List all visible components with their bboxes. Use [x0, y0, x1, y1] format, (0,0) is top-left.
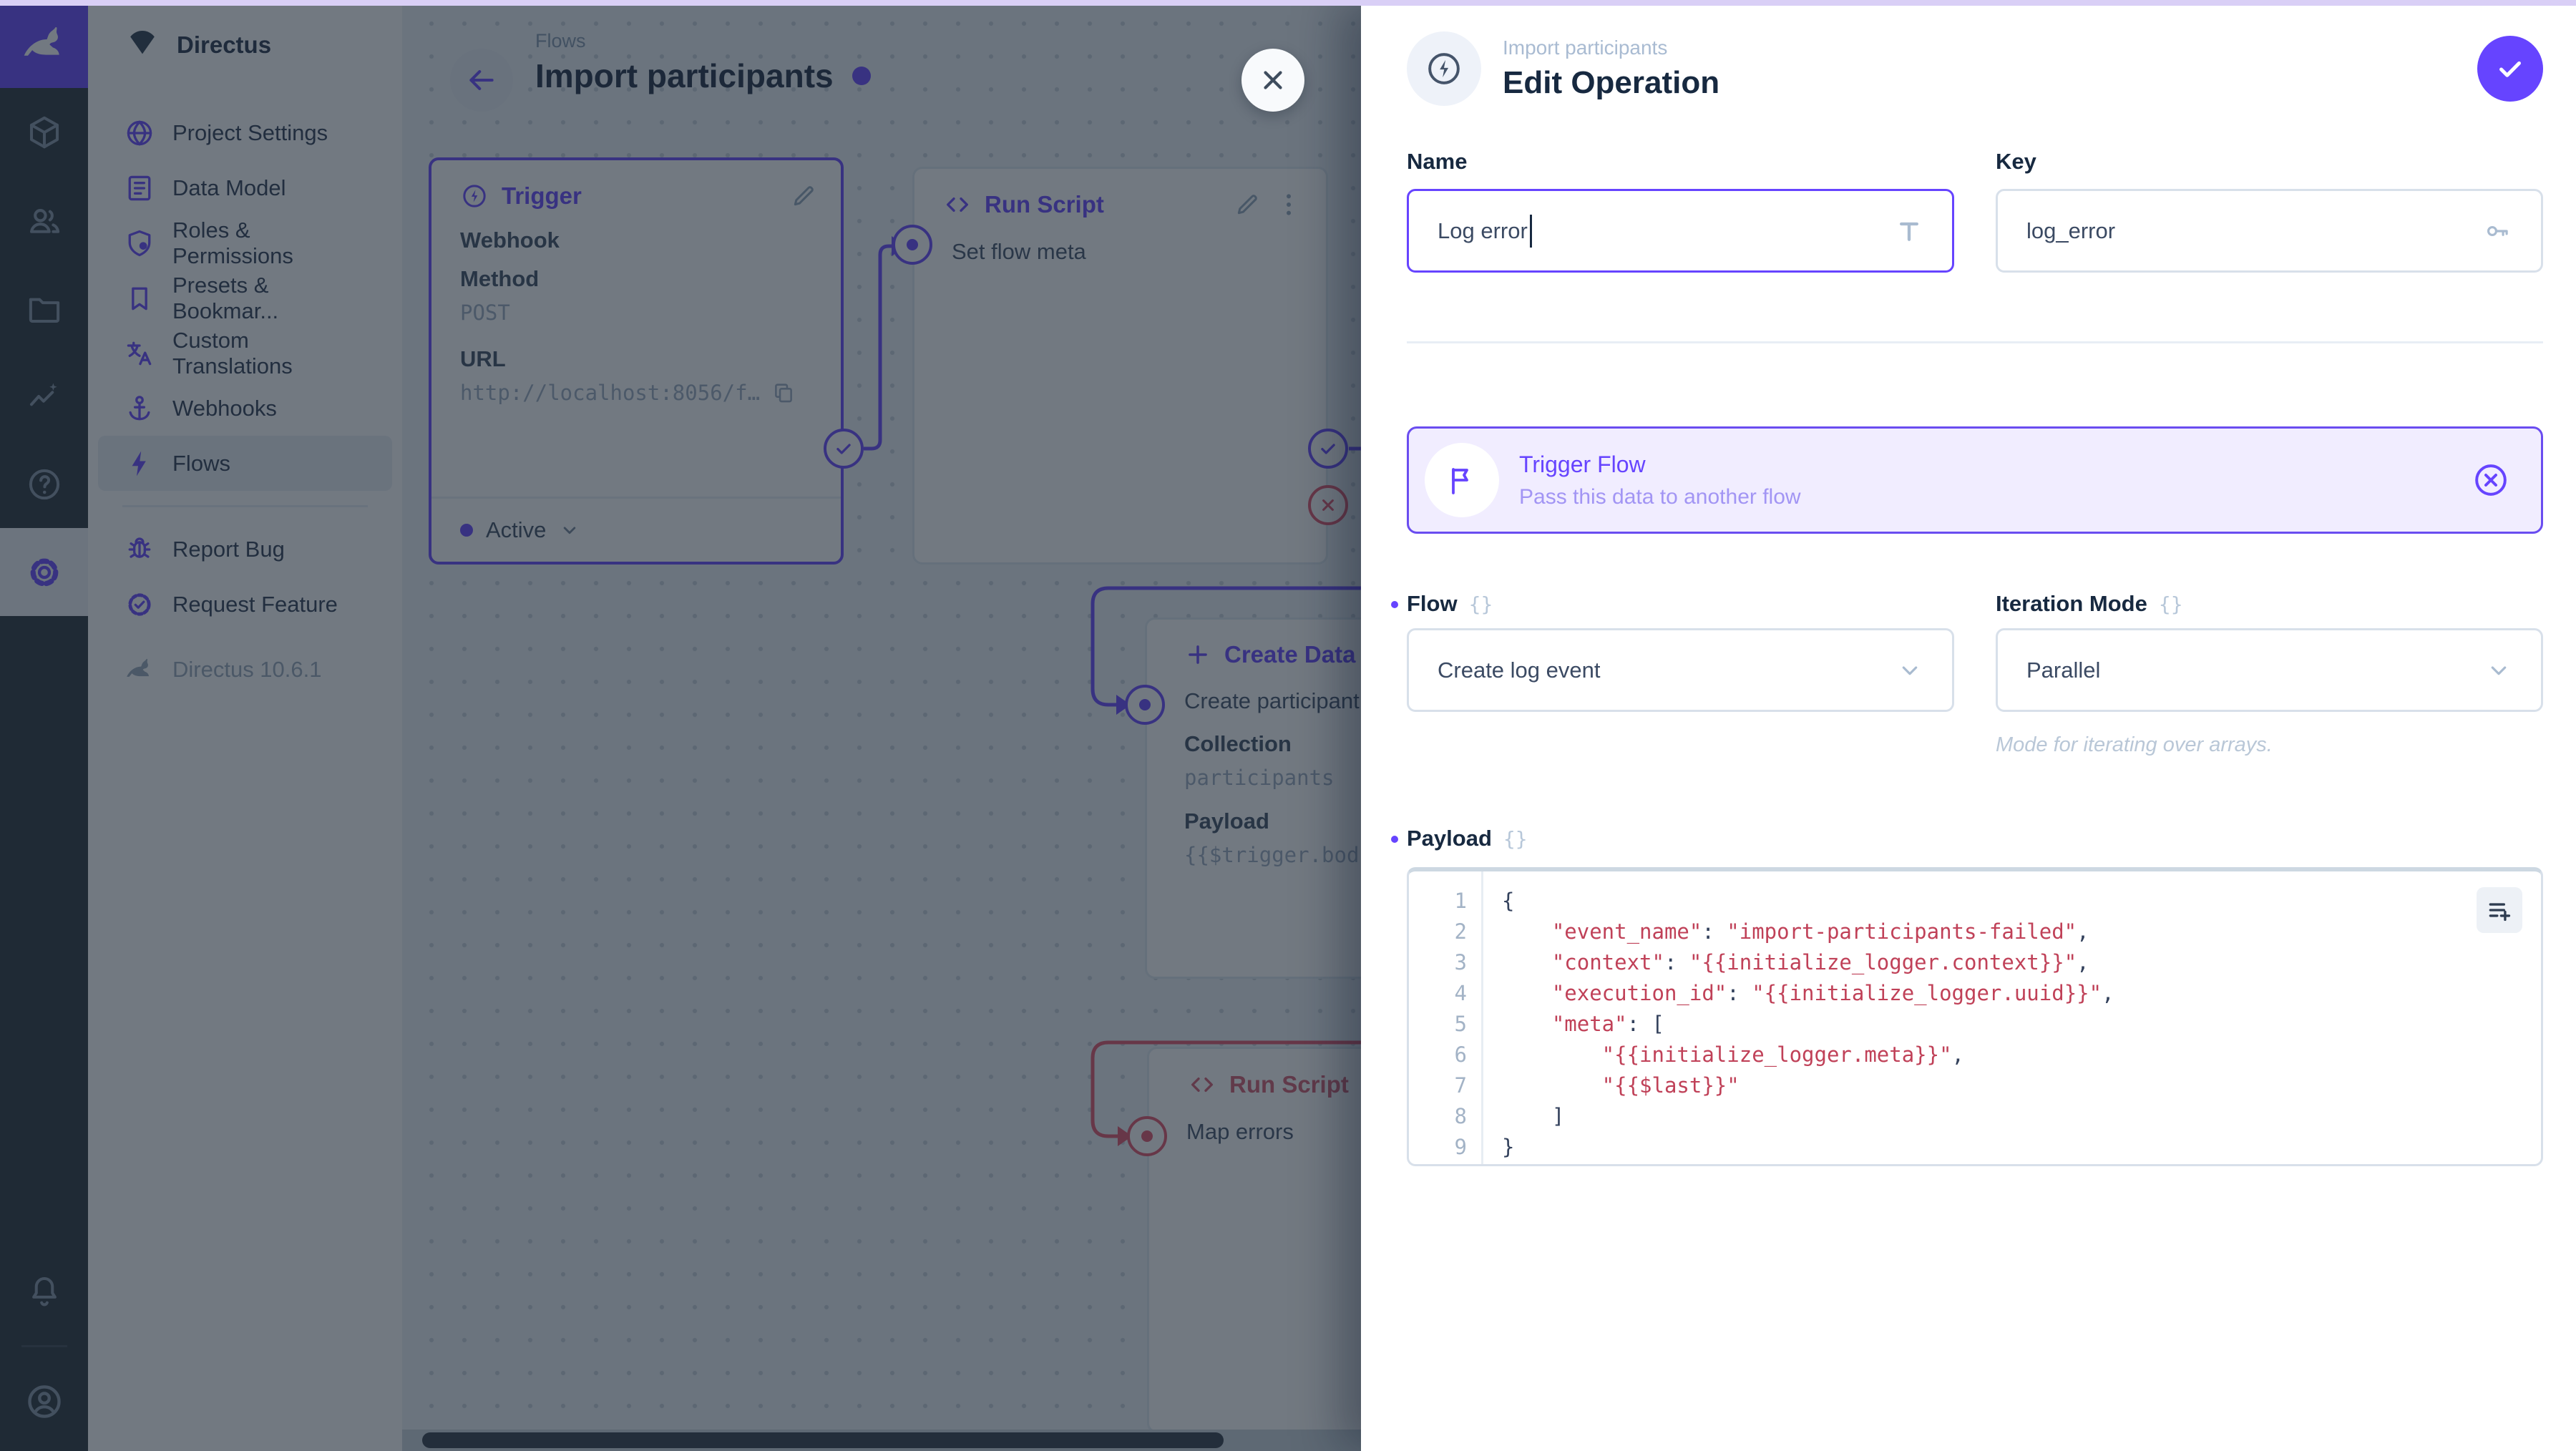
flag-icon [1452, 468, 1468, 494]
code-line: } [1502, 1135, 1515, 1159]
banner-subtitle: Pass this data to another flow [1519, 484, 1801, 509]
line-number: 2 [1454, 919, 1467, 944]
iteration-mode-select[interactable]: Parallel [1996, 628, 2543, 712]
flow-value: Create log event [1438, 657, 1601, 683]
key-icon [2482, 216, 2512, 246]
line-number: 3 [1454, 950, 1467, 974]
key-value: log_error [2026, 218, 2116, 243]
chevron-down-icon [1896, 657, 1923, 684]
drawer-header: Import participants Edit Operation [1361, 0, 2576, 106]
flow-field-group: Flow {} Create log event [1391, 591, 1954, 757]
chevron-down-icon [2485, 657, 2512, 684]
iteration-mode-label: Iteration Mode {} [1996, 591, 2183, 616]
line-number: 8 [1454, 1104, 1467, 1128]
drawer-titles: Import participants Edit Operation [1503, 36, 1719, 101]
banner-title: Trigger Flow [1519, 451, 1646, 477]
drawer-breadcrumb: Import participants [1503, 36, 1668, 59]
drawer-content: Name Log error Key log_error [1361, 149, 2576, 1166]
title-formatter-icon [1895, 217, 1923, 245]
code-line: "{{initialize_logger.meta}}", [1502, 1042, 1965, 1067]
name-input[interactable]: Log error [1407, 189, 1954, 273]
name-label: Name [1407, 149, 1468, 174]
code-line: "execution_id": "{{initialize_logger.uui… [1502, 981, 2114, 1005]
top-accent-strip [0, 0, 2576, 6]
key-input[interactable]: log_error [1996, 189, 2543, 273]
close-icon [1264, 71, 1282, 89]
iteration-mode-value: Parallel [2026, 657, 2101, 683]
bolt-circle-icon [1428, 53, 1460, 84]
flow-select[interactable]: Create log event [1407, 628, 1954, 712]
playlist-add-icon [2489, 903, 2511, 922]
text-caret [1529, 214, 1532, 248]
line-number: 4 [1454, 981, 1467, 1005]
line-number: 9 [1454, 1135, 1467, 1159]
code-line: "event_name": "import-participants-faile… [1502, 919, 2089, 944]
flow-label: Flow {} [1391, 591, 1954, 617]
line-number: 1 [1454, 889, 1467, 913]
payload-code-editor[interactable]: 1 2 3 4 5 6 7 8 9 { "event_name": "import-partic… [1407, 867, 2543, 1166]
raw-value-icon[interactable]: {} [1503, 826, 1528, 851]
line-number: 7 [1454, 1073, 1467, 1098]
key-label: Key [1996, 149, 2036, 174]
name-value: Log error [1438, 218, 1528, 243]
iteration-mode-note: Mode for iterating over arrays. [1996, 733, 2273, 756]
raw-value-icon[interactable]: {} [1468, 592, 1493, 616]
line-number: 6 [1454, 1042, 1467, 1067]
code-line: "context": "{{initialize_logger.context}… [1502, 950, 2089, 974]
line-number: 5 [1454, 1012, 1467, 1036]
deselect-circle-x-icon[interactable] [2471, 460, 2511, 500]
code-line: { [1502, 889, 1515, 913]
key-field-group: Key log_error [1996, 149, 2543, 273]
raw-value-icon[interactable]: {} [2158, 592, 2183, 616]
close-drawer-button[interactable] [1241, 49, 1304, 112]
edit-operation-drawer: Import participants Edit Operation Name … [1361, 0, 2576, 1451]
code-line: "{{$last}}" [1502, 1073, 1740, 1098]
drawer-title: Edit Operation [1503, 65, 1720, 100]
editor-line-numbers: 1 2 3 4 5 6 7 8 9 [1409, 871, 1483, 1164]
trigger-flow-banner[interactable]: Trigger Flow Pass this data to another f… [1407, 426, 2543, 534]
flag-icon-circle [1425, 443, 1499, 517]
operation-icon-circle [1407, 31, 1481, 106]
iteration-field-group: Iteration Mode {} Parallel Mode for iter… [1996, 591, 2543, 757]
drawer-backdrop[interactable] [0, 0, 1361, 1451]
editor-code[interactable]: { "event_name": "import-participants-fai… [1483, 871, 2114, 1164]
payload-label: Payload {} [1391, 826, 2543, 851]
format-json-button[interactable] [2477, 887, 2522, 933]
check-icon [2499, 61, 2521, 77]
banner-text: Trigger Flow Pass this data to another f… [1519, 451, 1801, 509]
code-line: "meta": [ [1502, 1012, 1664, 1036]
name-field-group: Name Log error [1407, 149, 1954, 273]
section-divider [1407, 341, 2543, 343]
save-button[interactable] [2477, 36, 2543, 102]
code-line: ] [1502, 1104, 1565, 1128]
